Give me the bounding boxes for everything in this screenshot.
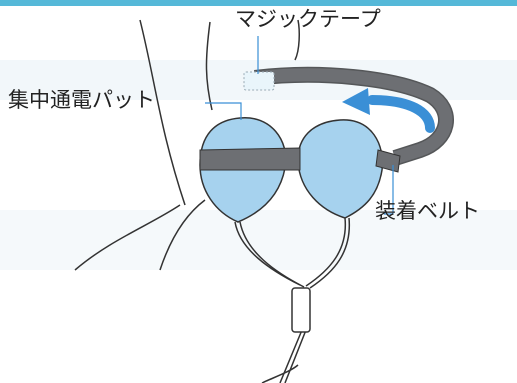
leader-lines: [205, 36, 394, 215]
curved-arrow-icon: [342, 88, 435, 133]
belt-right-strap: [375, 149, 401, 173]
leg-outline: [74, 19, 300, 271]
velcro-patch: [243, 71, 275, 91]
background-band: [0, 210, 517, 270]
pad-label: 集中通電パット: [8, 88, 155, 112]
right-electrode-pad: [297, 119, 384, 219]
belt-front-strap: [199, 147, 301, 171]
belt-back-strap-fill: [254, 68, 453, 165]
belt-label: 装着ベルト: [375, 199, 480, 223]
top-frame-bar: [0, 0, 517, 6]
velcro-label: マジックテープ: [235, 7, 381, 31]
wire-connector: [291, 287, 311, 333]
electrode-wires: [234, 217, 351, 383]
